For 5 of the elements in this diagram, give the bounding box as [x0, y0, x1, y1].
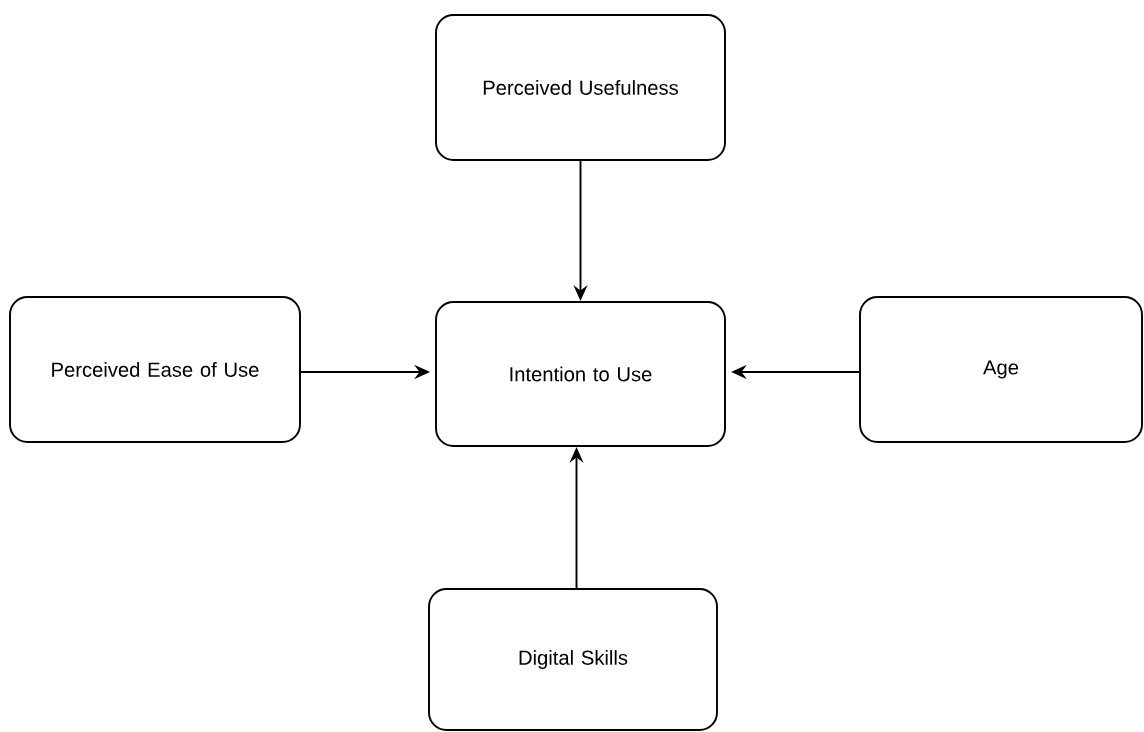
process-box: Age: [859, 296, 1143, 443]
process-box: Digital Skills: [428, 588, 718, 731]
process-box: Perceived Ease of Use: [9, 296, 301, 443]
process-box: Intention to Use: [435, 301, 726, 447]
process-box: Perceived Usefulness: [435, 14, 726, 161]
